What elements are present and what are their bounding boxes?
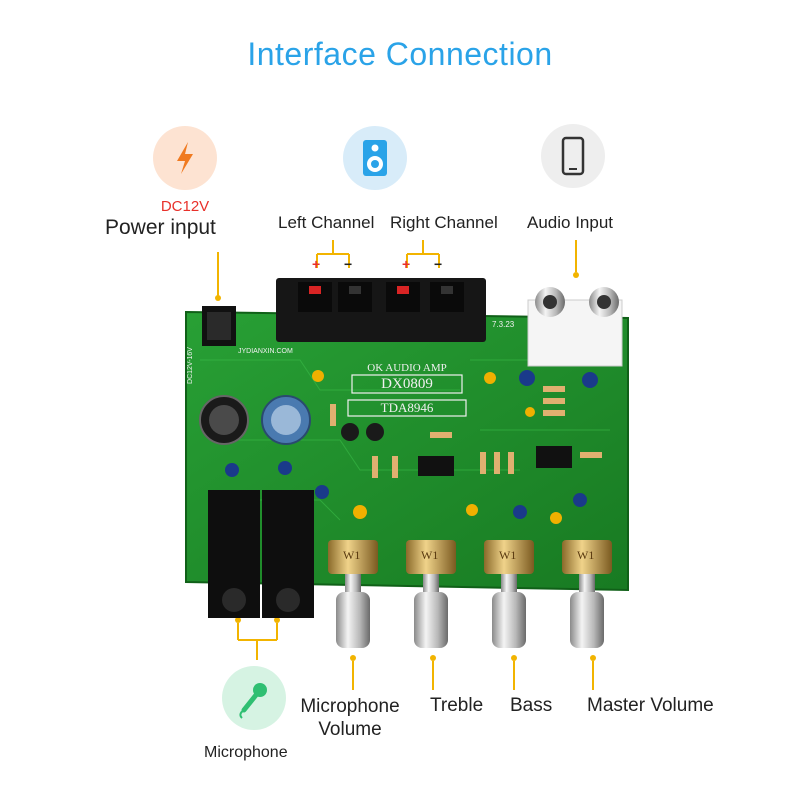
right-plus-sign: + [402, 256, 411, 272]
phone-icon [561, 136, 585, 176]
board-chip: TDA8946 [380, 400, 434, 415]
power-voltage: DC12V [160, 198, 210, 215]
board-date: 7.3.23 [492, 320, 515, 329]
board-name: OK AUDIO AMP [367, 362, 447, 374]
right-channel-label: Right Channel [390, 213, 498, 232]
pot-label-2: W1 [421, 548, 439, 562]
speaker-icon [363, 140, 387, 176]
page-title: Interface Connection [247, 36, 553, 72]
treble-label: Treble [430, 695, 484, 716]
phone-icon-circle [541, 124, 605, 188]
microphone-label: Microphone [204, 744, 288, 761]
left-plus-sign: + [312, 256, 321, 272]
power-icon-circle [153, 126, 217, 190]
pot-label-1: W1 [343, 548, 361, 562]
left-minus-sign: − [344, 256, 353, 272]
microphone-icon-circle [222, 666, 286, 730]
power-label: Power input [105, 216, 216, 239]
pot-label-4: W1 [577, 548, 595, 562]
board-dc-rating: DC12V-16V [186, 347, 194, 384]
right-minus-sign: − [434, 256, 443, 272]
board-site: JYDIANXIN.COM [238, 348, 293, 355]
pot-label-3: W1 [499, 548, 517, 562]
mic-volume-label: Microphone Volume [300, 696, 400, 740]
master-volume-label: Master Volume [587, 695, 714, 716]
speaker-icon-circle [343, 126, 407, 190]
board-model: DX0809 [381, 376, 433, 392]
left-channel-label: Left Channel [278, 213, 375, 232]
microphone-icon [239, 683, 267, 719]
bass-label: Bass [510, 695, 553, 716]
lightning-icon [177, 142, 193, 174]
audio-input-label: Audio Input [527, 213, 614, 232]
